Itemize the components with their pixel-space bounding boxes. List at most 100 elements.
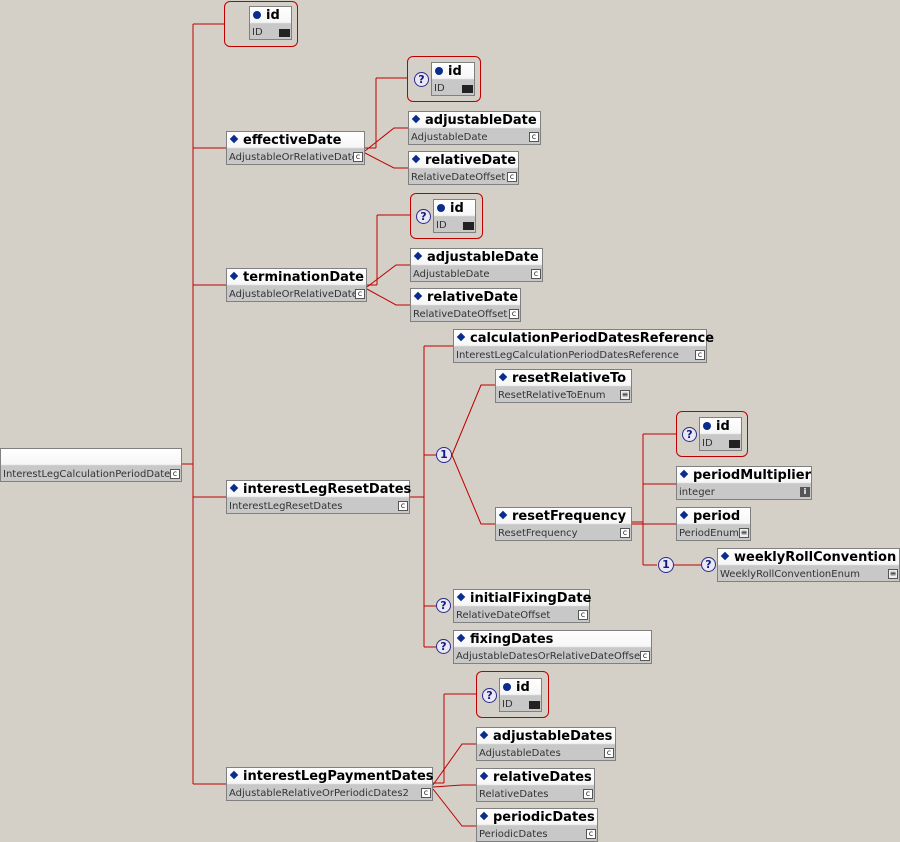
node-type: AdjustableOrRelativeDate [229, 152, 358, 163]
element-icon [229, 134, 239, 144]
node-relative-dates[interactable]: relativeDates RelativeDates c [476, 768, 595, 802]
node-name: adjustableDate [427, 250, 539, 265]
element-icon [229, 770, 239, 780]
node-type: ID [434, 83, 445, 94]
node-initial-fixing-date[interactable]: initialFixingDate RelativeDateOffset c [453, 589, 592, 623]
expand-icon[interactable]: c [620, 528, 630, 538]
node-id[interactable]: id ID [249, 6, 292, 40]
node-name: relativeDates [493, 770, 592, 785]
collapse-icon[interactable] [463, 222, 474, 230]
collapse-icon[interactable] [279, 29, 290, 37]
list-icon[interactable]: ≡ [888, 569, 898, 579]
id-attribute-group [407, 56, 481, 102]
node-period[interactable]: period PeriodEnum ≡ [676, 507, 751, 541]
expand-icon[interactable]: c [421, 788, 431, 798]
element-icon [679, 469, 689, 479]
node-name: resetRelativeTo [512, 371, 627, 386]
choice-icon: 1 [436, 447, 452, 463]
node-name: resetFrequency [512, 509, 627, 524]
node-interest-leg-reset-dates[interactable]: interestLegResetDates InterestLegResetDa… [226, 480, 412, 514]
node-name: effectiveDate [243, 133, 342, 148]
node-id[interactable]: id ID [431, 62, 475, 96]
node-periodic-dates[interactable]: periodicDates PeriodicDates c [476, 808, 598, 842]
element-icon [720, 551, 730, 561]
node-type: WeeklyRollConventionEnum [720, 569, 861, 580]
node-type: RelativeDateOffset [411, 172, 506, 183]
element-icon [411, 114, 421, 124]
attribute-icon [703, 422, 711, 430]
list-icon[interactable]: ≡ [620, 390, 630, 400]
optional-icon: ? [482, 688, 497, 703]
node-type: ResetRelativeToEnum [498, 390, 606, 401]
node-name: periodicDates [493, 810, 595, 825]
collapse-icon[interactable] [529, 701, 540, 709]
node-name: relativeDate [427, 290, 519, 305]
node-type: InterestLegResetDates [229, 501, 343, 512]
id-attribute-group [676, 411, 748, 457]
node-weekly-roll-convention[interactable]: weeklyRollConvention WeeklyRollConventio… [717, 548, 900, 582]
node-type: AdjustableDatesOrRelativeDateOffset [456, 651, 645, 662]
node-type: AdjustableDates [479, 748, 561, 759]
root-node[interactable]: InterestLegCalculationPeriodDates c [0, 448, 182, 482]
expand-icon[interactable]: c [586, 829, 596, 839]
node-calculation-period-dates-reference[interactable]: calculationPeriodDatesReference Interest… [453, 329, 714, 363]
node-reset-relative-to[interactable]: resetRelativeTo ResetRelativeToEnum ≡ [495, 369, 632, 403]
node-type: RelativeDates [479, 789, 549, 800]
element-icon [229, 483, 239, 493]
expand-icon[interactable]: c [640, 651, 650, 661]
collapse-icon[interactable] [462, 85, 473, 93]
node-interest-leg-payment-dates[interactable]: interestLegPaymentDates AdjustableRelati… [226, 767, 434, 801]
expand-icon[interactable]: c [531, 269, 541, 279]
element-icon [479, 771, 489, 781]
node-termination-date[interactable]: terminationDate AdjustableOrRelativeDate… [226, 268, 367, 302]
element-icon [456, 633, 466, 643]
node-type: ResetFrequency [498, 528, 578, 539]
node-name: interestLegPaymentDates [243, 769, 434, 784]
element-icon [679, 510, 689, 520]
optional-icon: ? [701, 557, 716, 572]
node-adjustable-date[interactable]: adjustableDate AdjustableDate c [410, 248, 543, 282]
node-id[interactable]: id ID [699, 417, 742, 451]
node-period-multiplier[interactable]: periodMultiplier integer i [676, 466, 812, 500]
expand-icon[interactable]: c [695, 350, 705, 360]
node-relative-date[interactable]: relativeDate RelativeDateOffset c [408, 151, 519, 185]
element-icon [413, 291, 423, 301]
id-attribute-group [410, 193, 483, 239]
expand-icon[interactable]: c [507, 172, 517, 182]
element-icon [498, 510, 508, 520]
node-adjustable-dates[interactable]: adjustableDates AdjustableDates c [476, 727, 616, 761]
node-reset-frequency[interactable]: resetFrequency ResetFrequency c [495, 507, 632, 541]
node-name: id [450, 201, 464, 216]
optional-icon: ? [436, 639, 451, 654]
node-fixing-dates[interactable]: fixingDates AdjustableDatesOrRelativeDat… [453, 630, 652, 664]
expand-icon[interactable]: c [583, 789, 593, 799]
expand-icon[interactable]: c [604, 748, 614, 758]
expand-icon[interactable]: c [509, 309, 519, 319]
expand-icon[interactable]: c [170, 469, 180, 479]
expand-icon[interactable]: c [529, 132, 539, 142]
node-name: terminationDate [243, 270, 364, 285]
collapse-icon[interactable] [729, 440, 740, 448]
element-icon [456, 332, 466, 342]
node-name: periodMultiplier [693, 468, 811, 483]
node-id[interactable]: id ID [433, 199, 476, 233]
optional-icon: ? [416, 209, 431, 224]
attribute-icon [437, 204, 445, 212]
expand-icon[interactable]: c [578, 610, 588, 620]
expand-icon[interactable]: c [398, 501, 408, 511]
node-name: interestLegResetDates [243, 482, 412, 497]
node-name: initialFixingDate [470, 591, 592, 606]
list-icon[interactable]: ≡ [739, 528, 749, 538]
expand-icon[interactable]: c [355, 289, 365, 299]
node-effective-date[interactable]: effectiveDate AdjustableOrRelativeDate c [226, 131, 365, 165]
node-type: ID [502, 699, 513, 710]
element-icon [479, 730, 489, 740]
node-type: RelativeDateOffset [456, 610, 551, 621]
node-relative-date[interactable]: relativeDate RelativeDateOffset c [410, 288, 521, 322]
info-icon[interactable]: i [800, 487, 810, 497]
node-adjustable-date[interactable]: adjustableDate AdjustableDate c [408, 111, 541, 145]
optional-icon: ? [436, 598, 451, 613]
expand-icon[interactable]: c [353, 152, 363, 162]
node-id[interactable]: id ID [499, 678, 542, 712]
